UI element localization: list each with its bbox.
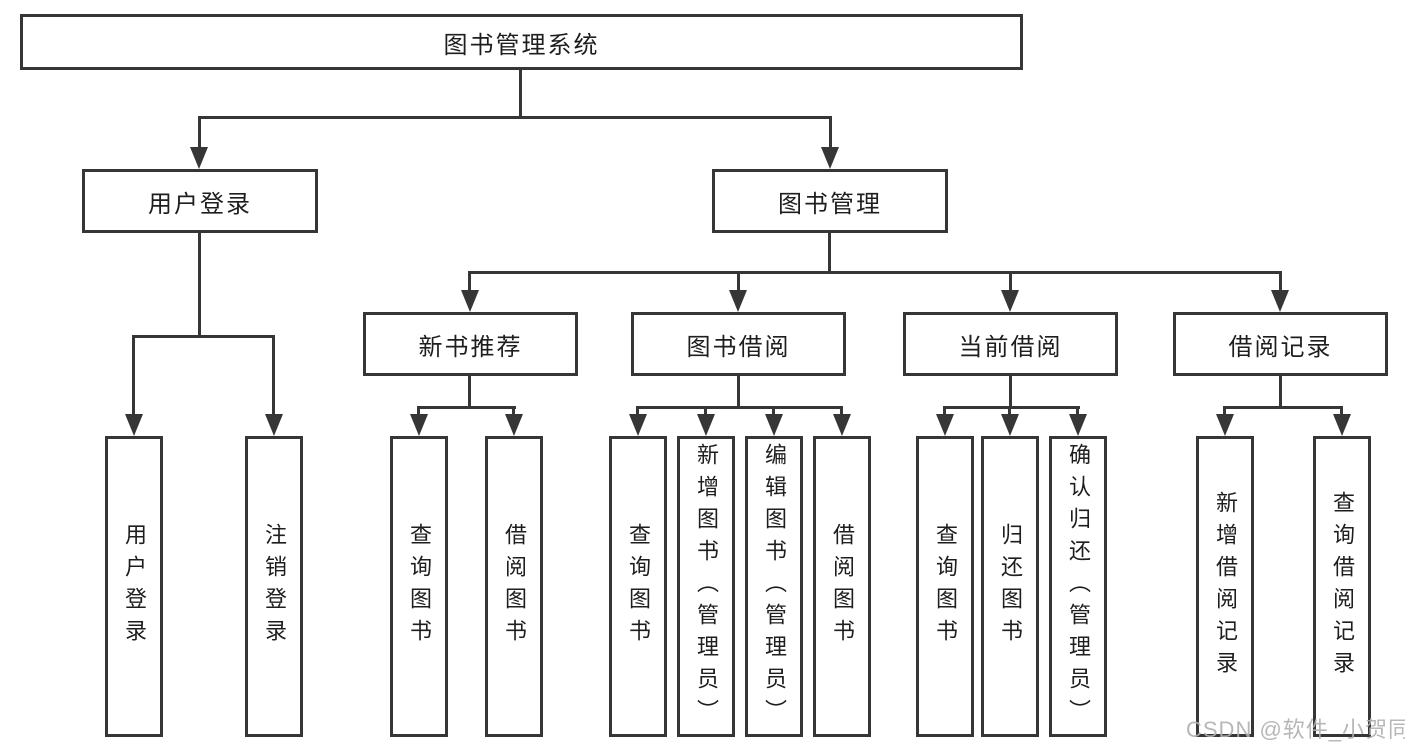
connector-line — [1340, 406, 1343, 418]
leaf-query-borrow-record-label: 查询借阅记录 — [1330, 490, 1355, 683]
arrow-down-icon — [821, 147, 839, 169]
leaf-query-books-1-label: 查询图书 — [407, 522, 432, 651]
leaf-query-books-3: 查询图书 — [916, 436, 974, 737]
connector-line — [840, 406, 843, 418]
leaf-borrow-books-1: 借阅图书 — [485, 436, 543, 737]
arrow-down-icon — [1001, 290, 1019, 312]
leaf-logout-label: 注销登录 — [262, 522, 287, 651]
leaf-return-book: 归还图书 — [981, 436, 1039, 737]
leaf-logout: 注销登录 — [245, 436, 303, 737]
arrow-down-icon — [505, 414, 523, 436]
arrow-down-icon — [1271, 290, 1289, 312]
node-book-borrow-label: 图书借阅 — [686, 333, 791, 361]
leaf-add-book-admin-label: 新增图书（管理员） — [694, 442, 719, 731]
node-book-management-label: 图书管理 — [778, 190, 882, 218]
connector-line — [1009, 376, 1012, 409]
connector-line — [198, 233, 201, 338]
connector-line — [636, 406, 843, 409]
arrow-down-icon — [265, 414, 283, 436]
connector-line — [828, 233, 831, 274]
connector-line — [519, 70, 522, 119]
arrow-down-icon — [729, 290, 747, 312]
leaf-borrow-books-2: 借阅图书 — [813, 436, 871, 737]
leaf-add-book-admin: 新增图书（管理员） — [677, 436, 735, 737]
arrow-down-icon — [697, 414, 715, 436]
connector-line — [829, 116, 832, 149]
leaf-confirm-return-admin-label: 确认归还（管理员） — [1066, 442, 1091, 731]
connector-line — [943, 406, 1080, 409]
leaf-confirm-return-admin: 确认归还（管理员） — [1049, 436, 1107, 737]
arrow-down-icon — [936, 414, 954, 436]
leaf-edit-book-admin-label: 编辑图书（管理员） — [762, 442, 787, 731]
leaf-user-login-label: 用户登录 — [122, 522, 147, 651]
arrow-down-icon — [1001, 414, 1019, 436]
connector-line — [1076, 406, 1079, 418]
connector-line — [469, 271, 1282, 274]
leaf-query-books-2-label: 查询图书 — [626, 522, 651, 651]
connector-line — [737, 271, 740, 292]
leaf-query-borrow-record: 查询借阅记录 — [1313, 436, 1371, 737]
arrow-down-icon — [1333, 414, 1351, 436]
arrow-down-icon — [125, 414, 143, 436]
connector-line — [704, 406, 707, 418]
connector-line — [772, 406, 775, 418]
connector-line — [1008, 406, 1011, 418]
connector-line — [636, 406, 639, 418]
arrow-down-icon — [765, 414, 783, 436]
connector-line — [1223, 406, 1226, 418]
arrow-down-icon — [1216, 414, 1234, 436]
connector-line — [198, 116, 832, 119]
watermark: CSDN @软件_小贺同学 — [1186, 717, 1405, 742]
node-book-management: 图书管理 — [712, 169, 948, 233]
connector-line — [132, 335, 135, 415]
arrow-down-icon — [833, 414, 851, 436]
arrow-down-icon — [1069, 414, 1087, 436]
leaf-query-books-2: 查询图书 — [609, 436, 667, 737]
arrow-down-icon — [410, 414, 428, 436]
connector-line — [1223, 406, 1343, 409]
leaf-query-books-3-label: 查询图书 — [933, 522, 958, 651]
leaf-user-login: 用户登录 — [105, 436, 163, 737]
node-book-borrow: 图书借阅 — [631, 312, 846, 376]
connector-line — [1279, 271, 1282, 292]
leaf-edit-book-admin: 编辑图书（管理员） — [745, 436, 803, 737]
leaf-return-book-label: 归还图书 — [998, 522, 1023, 651]
leaf-borrow-books-2-label: 借阅图书 — [830, 522, 855, 651]
connector-line — [417, 406, 420, 418]
connector-line — [1009, 271, 1012, 292]
node-new-book-recommend: 新书推荐 — [363, 312, 578, 376]
node-root-label: 图书管理系统 — [443, 31, 600, 59]
connector-line — [737, 376, 740, 409]
connector-line — [417, 406, 516, 409]
node-user-login: 用户登录 — [82, 169, 318, 233]
connector-line — [132, 335, 275, 338]
connector-line — [468, 271, 471, 292]
node-current-borrow: 当前借阅 — [903, 312, 1118, 376]
connector-line — [468, 376, 471, 409]
node-borrow-records-label: 借阅记录 — [1228, 333, 1333, 361]
node-root: 图书管理系统 — [20, 14, 1023, 70]
leaf-add-borrow-record: 新增借阅记录 — [1196, 436, 1254, 737]
arrow-down-icon — [629, 414, 647, 436]
leaf-add-borrow-record-label: 新增借阅记录 — [1213, 490, 1238, 683]
node-user-login-label: 用户登录 — [148, 190, 252, 218]
connector-line — [1279, 376, 1282, 409]
node-new-book-recommend-label: 新书推荐 — [418, 333, 523, 361]
connector-line — [272, 335, 275, 415]
node-current-borrow-label: 当前借阅 — [958, 333, 1063, 361]
connector-line — [943, 406, 946, 418]
arrow-down-icon — [461, 290, 479, 312]
arrow-down-icon — [190, 147, 208, 169]
node-borrow-records: 借阅记录 — [1173, 312, 1388, 376]
connector-line — [198, 116, 201, 149]
leaf-borrow-books-1-label: 借阅图书 — [502, 522, 527, 651]
connector-line — [512, 406, 515, 418]
leaf-query-books-1: 查询图书 — [390, 436, 448, 737]
